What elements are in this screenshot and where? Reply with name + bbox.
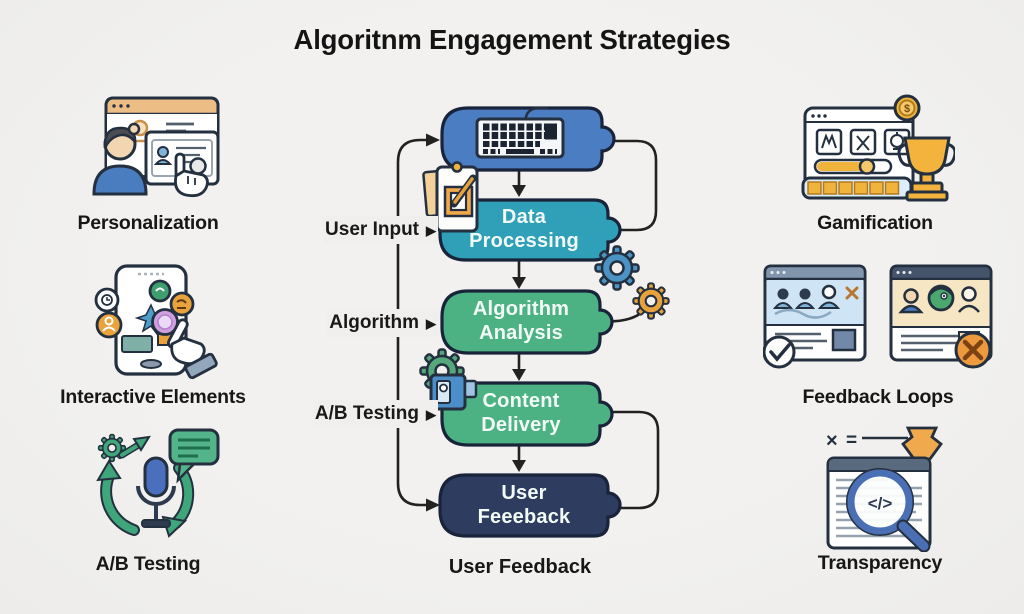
node-label-data-processing: Data Processing	[469, 206, 579, 252]
check-circle-icon	[763, 335, 796, 369]
multiply-glyph: ×	[826, 430, 838, 452]
equals-glyph: =	[846, 430, 857, 451]
flow-node-content-delivery	[440, 381, 614, 447]
arrow-right-glyph: ▶	[426, 407, 436, 422]
side-label-user-input: User Input ▶	[323, 216, 438, 244]
right-bottom-connector	[599, 410, 660, 510]
side-label-ab-testing: A/B Testing ▶	[312, 400, 438, 428]
magnifier-icon: </>	[846, 468, 931, 552]
gear-icon-orange	[632, 282, 670, 320]
hand-cursor-icon	[174, 152, 209, 198]
flow-arrowheads	[426, 133, 526, 512]
node-label-content-delivery: Content Delivery	[481, 390, 561, 436]
feedback-loops-icon	[763, 264, 993, 369]
code-glyph: </>	[868, 494, 893, 513]
hand-cursor-icon	[167, 318, 218, 380]
side-label-text: A/B Testing	[314, 403, 419, 424]
approved-window	[763, 264, 867, 369]
feature-label-personalization: Personalization	[77, 212, 219, 234]
rejected-window	[889, 264, 993, 369]
personalization-icon	[92, 96, 220, 198]
flow-caption: User Feedback	[448, 556, 592, 578]
node-label-algorithm-analysis: Algorithm Analysis	[472, 298, 570, 344]
trophy-icon	[897, 136, 955, 202]
flow-node-user-feedback	[438, 473, 622, 538]
medal-glyph: $	[904, 103, 910, 115]
keyboard-icon	[475, 106, 565, 159]
right-top-connector	[600, 139, 658, 232]
clipboard-icon	[422, 161, 479, 233]
side-label-algorithm: Algorithm ▶	[327, 309, 438, 337]
page-title: Algoritnm Engagement Strategies	[293, 24, 731, 55]
arrow-right-glyph: ▶	[426, 223, 436, 238]
feature-label-ab-testing: A/B Testing	[95, 553, 201, 575]
node-label-user-feedback: User Feeeback	[477, 481, 571, 528]
interactive-elements-icon	[94, 264, 218, 380]
transparency-icon: × = </>	[826, 426, 943, 552]
gear-icon-blue	[594, 245, 640, 291]
arrow-right-glyph: ▶	[426, 316, 436, 331]
feature-label-feedback-loops: Feedback Loops	[802, 386, 954, 408]
medal-icon: $	[893, 94, 921, 122]
gamification-icon: $	[801, 94, 955, 202]
side-label-text: User Input	[325, 219, 419, 240]
side-label-text: Algorithm	[329, 312, 419, 333]
ab-testing-icon	[96, 428, 220, 538]
flow-node-algorithm-analysis	[440, 289, 614, 355]
camera-icon	[429, 373, 478, 411]
feature-label-gamification: Gamification	[817, 212, 933, 234]
feature-label-interactive-elements: Interactive Elements	[60, 386, 246, 408]
feature-label-transparency: Transparency	[817, 552, 943, 574]
